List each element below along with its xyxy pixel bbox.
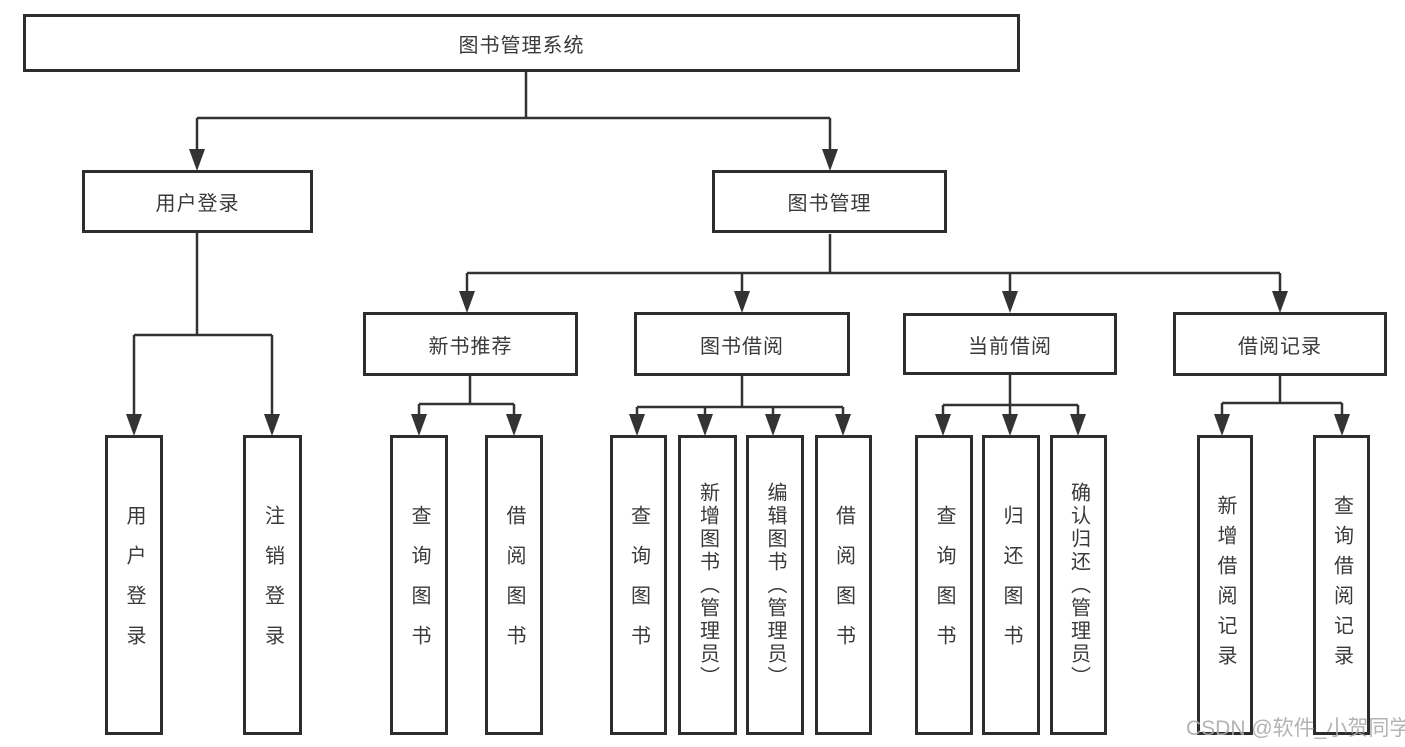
leaf-nb-query-books: 查询图书: [390, 435, 448, 735]
arrow-borrow-records: [1272, 291, 1288, 313]
arrow-bb-edit: [765, 414, 781, 436]
arrow-new-books: [459, 291, 475, 313]
leaf-nb-borrow-books: 借阅图书: [485, 435, 543, 735]
leaf-cb-confirm-return-admin: 确认归还（管理员）: [1050, 435, 1107, 735]
csdn-watermark: CSDN @软件_小贺同学: [1186, 717, 1405, 740]
node-user-login: 用户登录: [82, 170, 313, 233]
arrowheads: [126, 149, 1350, 436]
leaf-user-login: 用户登录: [105, 435, 163, 735]
leaf-cb-return-books: 归还图书: [982, 435, 1040, 735]
leaf-logout-label: 注销登录: [261, 505, 284, 665]
arrow-cb-confirm: [1070, 414, 1086, 436]
leaf-bb-add-books-admin: 新增图书（管理员）: [678, 435, 737, 735]
node-borrow-records-label: 借阅记录: [1238, 335, 1322, 358]
arrow-br-query: [1334, 414, 1350, 436]
arrow-bb-borrow: [835, 414, 851, 436]
node-current-borrow: 当前借阅: [903, 313, 1117, 375]
arrow-book-borrow: [734, 291, 750, 313]
arrow-bb-add: [697, 414, 713, 436]
node-current-borrow-label: 当前借阅: [968, 335, 1052, 358]
leaf-br-query-record-label: 查询借阅记录: [1330, 495, 1353, 675]
leaf-bb-edit-books-admin-label: 编辑图书（管理员）: [764, 481, 786, 689]
leaf-br-add-record-label: 新增借阅记录: [1214, 495, 1236, 675]
node-book-mgmt: 图书管理: [712, 170, 947, 233]
arrow-leaf-logout: [264, 414, 280, 436]
node-root-label: 图书管理系统: [458, 34, 585, 57]
leaf-br-add-record: 新增借阅记录: [1197, 435, 1253, 735]
node-book-borrow-label: 图书借阅: [700, 335, 784, 358]
arrow-leaf-login: [126, 414, 142, 436]
arrow-cb-return: [1002, 414, 1018, 436]
leaf-bb-borrow-books-label: 借阅图书: [832, 505, 855, 665]
leaf-nb-query-books-label: 查询图书: [408, 505, 430, 665]
arrow-nb-query: [411, 414, 427, 436]
node-new-books: 新书推荐: [363, 312, 578, 376]
leaf-br-query-record: 查询借阅记录: [1313, 435, 1370, 735]
leaf-logout: 注销登录: [243, 435, 302, 735]
leaf-bb-query-books-label: 查询图书: [627, 505, 650, 665]
leaf-cb-query-books-label: 查询图书: [933, 505, 955, 665]
node-root: 图书管理系统: [23, 14, 1020, 72]
arrow-br-add: [1214, 414, 1230, 436]
node-new-books-label: 新书推荐: [428, 335, 513, 358]
arrow-user-login: [189, 149, 205, 171]
arrow-book-mgmt: [822, 149, 838, 171]
leaf-bb-edit-books-admin: 编辑图书（管理员）: [746, 435, 804, 735]
leaf-bb-borrow-books: 借阅图书: [815, 435, 872, 735]
leaf-nb-borrow-books-label: 借阅图书: [503, 505, 525, 665]
arrow-nb-borrow: [506, 414, 522, 436]
arrow-bb-query: [629, 414, 645, 436]
arrow-cb-query: [935, 414, 951, 436]
node-book-borrow: 图书借阅: [634, 312, 850, 376]
node-borrow-records: 借阅记录: [1173, 312, 1387, 376]
node-user-login-label: 用户登录: [155, 193, 240, 215]
connector-strokes: [132, 72, 1344, 415]
leaf-user-login-label: 用户登录: [123, 505, 145, 665]
leaf-bb-query-books: 查询图书: [610, 435, 667, 735]
node-book-mgmt-label: 图书管理: [787, 193, 872, 215]
leaf-cb-query-books: 查询图书: [915, 435, 973, 735]
arrow-current-borrow: [1002, 291, 1018, 313]
leaf-cb-confirm-return-admin-label: 确认归还（管理员）: [1067, 481, 1090, 689]
leaf-bb-add-books-admin-label: 新增图书（管理员）: [696, 481, 719, 689]
leaf-cb-return-books-label: 归还图书: [1000, 505, 1022, 665]
